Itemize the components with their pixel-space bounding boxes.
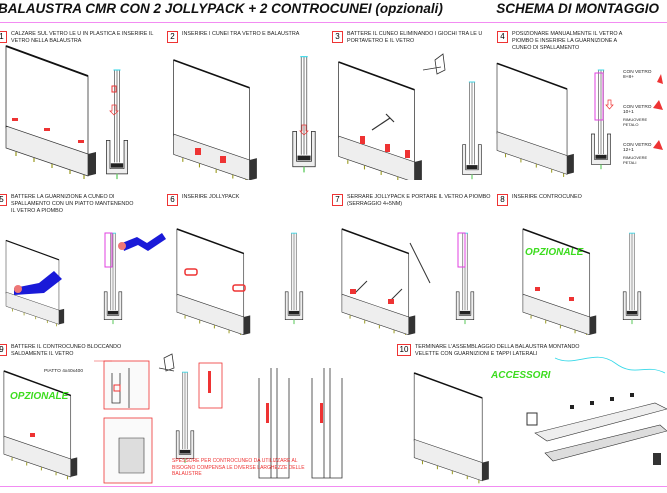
step-6-drawing [176, 228, 304, 335]
step-3: 3 BATTERE IL CUNEO ELIMINANDO I GIOCHI T… [330, 30, 495, 180]
plate-label: PIATTO 4x40x400 [44, 369, 84, 374]
step-number: 6 [167, 194, 178, 206]
step-number: 3 [332, 31, 343, 43]
step-caption: BATTERE IL CUNEO ELIMINANDO I GIOCHI TRA… [347, 31, 483, 44]
step-10-drawing [413, 356, 667, 485]
step-7: 7 SERRARE JOLLYPACK E PORTARE IL VETRO A… [330, 193, 495, 343]
step-number: 1 [0, 31, 7, 43]
glass-note-2: CON VETRO 10+1 [623, 105, 652, 115]
step-caption: CALZARE SUL VETRO LE U IN PLASTICA E INS… [11, 31, 154, 44]
step-3-drawing [337, 53, 483, 180]
step-caption: POSIZIONARE MANUALMENTE IL VETRO A PIOMB… [512, 31, 623, 51]
step-5-drawing [5, 232, 166, 328]
step-6: 6 INSERIRE JOLLYPACK [165, 193, 330, 343]
step-number: 7 [332, 194, 343, 206]
glass-note-1: CON VETRO 8+8+ [623, 70, 652, 80]
drawing-subtitle: SCHEMA DI MONTAGGIO [496, 1, 659, 16]
step-caption: BATTERE LA GUARNIZIONE A CUNEO DI SPALLA… [11, 194, 134, 214]
step-number: 8 [497, 194, 508, 206]
top-divider [0, 22, 667, 23]
step-caption: TERMINARE L'ASSEMBLAGGIO DELLA BALAUSTRA… [415, 344, 580, 357]
step-8: 8 INSERIRE CONTROCUNEO OPZIONALE [495, 193, 660, 343]
bottom-divider [0, 486, 667, 487]
step-7-drawing [341, 228, 475, 335]
step-caption: INSERIRE CONTROCUNEO [512, 194, 582, 200]
step-2: 2 INSERIRE I CUNEI TRA VETRO E BALAUSTRA [165, 30, 330, 180]
step-number: 5 [0, 194, 7, 206]
step-number: 9 [0, 344, 7, 356]
accessories-label: ACCESSORI [491, 370, 551, 381]
step-1: 1 CALZARE SUL VETRO LE U IN PLASTICA E I… [0, 30, 159, 180]
step-number: 4 [497, 31, 508, 43]
step-9: 9 BATTERE IL CONTROCUNEO BLOCCANDO SALDA… [0, 343, 374, 493]
step-number: 10 [397, 344, 411, 356]
step-4: 4 POSIZIONARE MANUALMENTE IL VETRO A PIO… [495, 30, 663, 180]
step-number: 2 [167, 31, 178, 43]
step-caption: INSERIRE I CUNEI TRA VETRO E BALAUSTRA [182, 31, 300, 37]
drawing-title: BALAUSTRA CMR CON 2 JOLLYPACK + 2 CONTRO… [0, 1, 443, 16]
remove-petals-note: RIMUOVERE PETALI [623, 155, 648, 165]
step-caption: INSERIRE JOLLYPACK [182, 194, 240, 200]
step-8-drawing [522, 228, 642, 335]
step-10: 10 TERMINARE L'ASSEMBLAGGIO DELLA BALAUS… [395, 343, 667, 493]
step-caption: BATTERE IL CONTROCUNEO BLOCCANDO SALDAME… [11, 344, 122, 357]
step-9-drawing [3, 353, 343, 484]
optional-label: OPZIONALE [525, 247, 584, 258]
step-caption: SERRARE JOLLYPACK E PORTARE IL VETRO A P… [347, 194, 491, 207]
step-4-drawing [496, 62, 663, 178]
step-2-drawing [172, 55, 316, 180]
step-5: 5 BATTERE LA GUARNIZIONE A CUNEO DI SPAL… [0, 193, 166, 343]
spacer-note: SPESSORE PER CONTROCUNEO DA UTILIZZARE A… [172, 458, 305, 477]
remove-petal-note: RIMUOVERE PETALO [623, 117, 648, 127]
step-1-drawing [5, 45, 129, 180]
glass-note-3: CON VETRO 12+1 [623, 143, 652, 153]
optional-label: OPZIONALE [10, 391, 69, 402]
